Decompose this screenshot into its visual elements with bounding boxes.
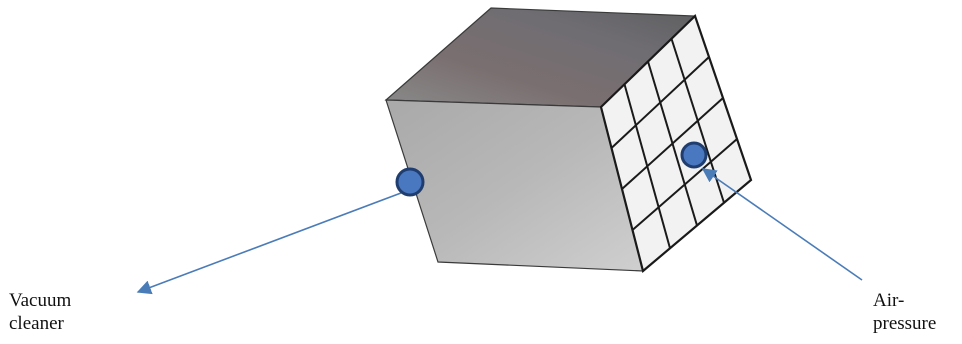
vacuum-cleaner-label: Vacuum cleaner (9, 289, 71, 335)
vacuum-arrow (136, 192, 402, 295)
air-pressure-arrow (701, 168, 863, 281)
air-pressure-label: Air- pressure (873, 289, 936, 335)
vacuum-label-line1: Vacuum (9, 290, 72, 311)
cube-grid-face (599, 14, 753, 273)
grid-horizontal-line (610, 56, 710, 149)
grid-horizontal-line (621, 97, 724, 190)
air-label-line2: pressure (873, 313, 937, 334)
air-pressure-port-icon (680, 141, 708, 169)
vacuum-label-line2: cleaner (9, 313, 64, 334)
vacuum-port-icon (395, 167, 425, 197)
cube-front-face (385, 99, 644, 272)
grid-lines (610, 38, 738, 249)
grid-horizontal-line (631, 138, 738, 231)
air-label-line1: Air- (873, 290, 905, 311)
